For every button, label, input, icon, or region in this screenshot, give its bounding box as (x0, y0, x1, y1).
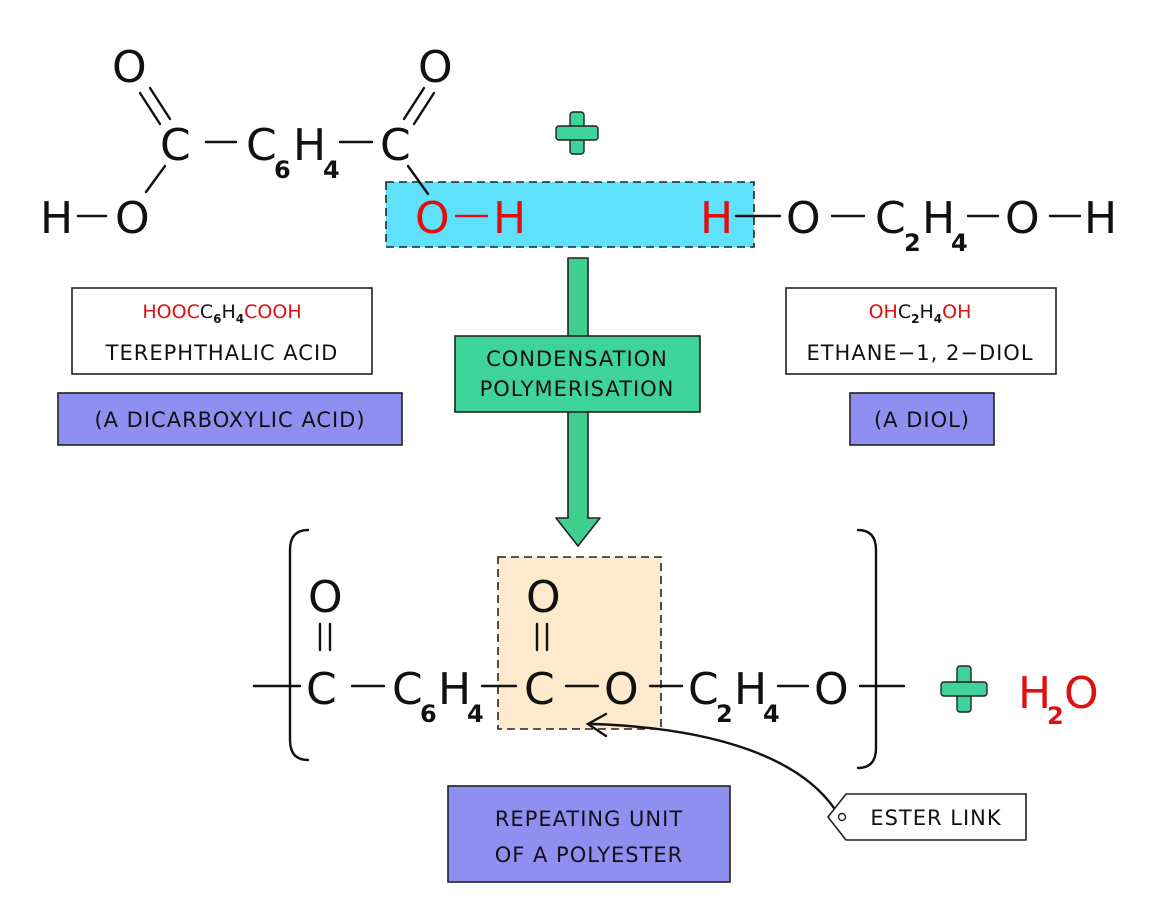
plus-icon-bottom (940, 665, 988, 713)
product-atom-o-top-2: O (526, 572, 561, 623)
ester-link-pointer (590, 722, 836, 810)
acid-type-label: (A DICARBOXYLIC ACID) (94, 408, 365, 432)
terephthalic-acid-structure: O C C 6 H 4 C O H O O H (40, 42, 526, 244)
process-line-2: POLYMERISATION (480, 377, 675, 401)
product-group2-h-sub: 4 (763, 700, 780, 728)
atom-o-top-1: O (112, 42, 147, 93)
right-bracket (856, 528, 878, 770)
product-atom-c-2: C (524, 664, 555, 715)
group-c2h4-h-sub: 4 (951, 229, 968, 257)
repeating-unit-line-1: REPEATING UNIT (495, 807, 683, 831)
product-group1-c: C (392, 664, 423, 715)
atom-h-right-diol: H (1084, 193, 1117, 244)
diol-formula: OHC2H4OH (869, 301, 972, 326)
atom-o-1-diol: O (786, 193, 821, 244)
group-c6h4-h-sub: 4 (323, 156, 340, 184)
double-bond-2b (412, 91, 436, 126)
tag-hole-icon (837, 812, 847, 822)
bond-c2-o-red (406, 164, 430, 196)
product-group2-c-sub: 2 (716, 700, 733, 728)
eliminated-water-highlight (385, 181, 755, 248)
diol-info-box (785, 287, 1057, 375)
bond-c1-o-left (144, 164, 167, 194)
product-group1-c-sub: 6 (420, 700, 437, 728)
atom-c-2: C (380, 120, 411, 171)
atom-h-red-acid: H (493, 193, 526, 244)
group-c6h4-h: H (293, 120, 326, 171)
ethane-diol-structure: H O C 2 H 4 O H (700, 193, 1117, 257)
process-line-1: CONDENSATION (486, 347, 668, 371)
ester-link-label: ESTER LINK (870, 806, 1002, 830)
atom-o-left: O (115, 193, 150, 244)
acid-type-box (57, 392, 403, 446)
double-bond-2a (402, 86, 426, 121)
group-c2h4-c-sub: 2 (904, 229, 921, 257)
acid-name: TEREPHTHALIC ACID (105, 341, 339, 365)
atom-o-2-diol: O (1005, 193, 1040, 244)
left-bracket (288, 528, 310, 762)
acid-formula: HOOCC6H4COOH (142, 301, 301, 326)
plus-icon-top (555, 111, 599, 155)
polyester-structure: O C C 6 H 4 O C O C 2 H 4 O (252, 572, 906, 728)
atom-h-left: H (40, 193, 73, 244)
atom-o-red-acid: O (415, 193, 450, 244)
ester-link-arrowhead-icon (585, 712, 608, 738)
group-c6h4-c-sub: 6 (274, 156, 291, 184)
group-c2h4-c: C (875, 193, 906, 244)
product-group1-h: H (438, 664, 471, 715)
ester-link-tag (826, 793, 1027, 841)
ester-link-highlight (497, 556, 662, 730)
water-h-sub: 2 (1047, 702, 1064, 730)
diol-type-label: (A DIOL) (874, 408, 970, 432)
product-group2-h: H (734, 664, 767, 715)
group-c2h4-h: H (922, 193, 955, 244)
product-atom-c-1: C (306, 664, 337, 715)
water-o: O (1064, 668, 1099, 719)
repeating-unit-line-2: OF A POLYESTER (495, 843, 684, 867)
water-h: H (1018, 668, 1051, 719)
product-group1-h-sub: 4 (467, 700, 484, 728)
atom-o-top-2: O (418, 42, 453, 93)
product-group2-c: C (688, 664, 719, 715)
diol-type-box (849, 392, 995, 446)
acid-info-box (71, 287, 373, 375)
atom-c-1: C (160, 120, 191, 171)
product-atom-o-end: O (814, 664, 849, 715)
atom-h-red-diol: H (700, 193, 733, 244)
double-bond-1a (138, 91, 162, 126)
product-atom-o-mid: O (604, 664, 639, 715)
diol-name: ETHANE−1, 2−DIOL (806, 341, 1033, 365)
group-c6h4-c: C (246, 120, 277, 171)
process-box (454, 335, 701, 413)
double-bond-1b (148, 86, 172, 121)
product-atom-o-top-1: O (308, 572, 343, 623)
repeating-unit-box (447, 785, 731, 883)
